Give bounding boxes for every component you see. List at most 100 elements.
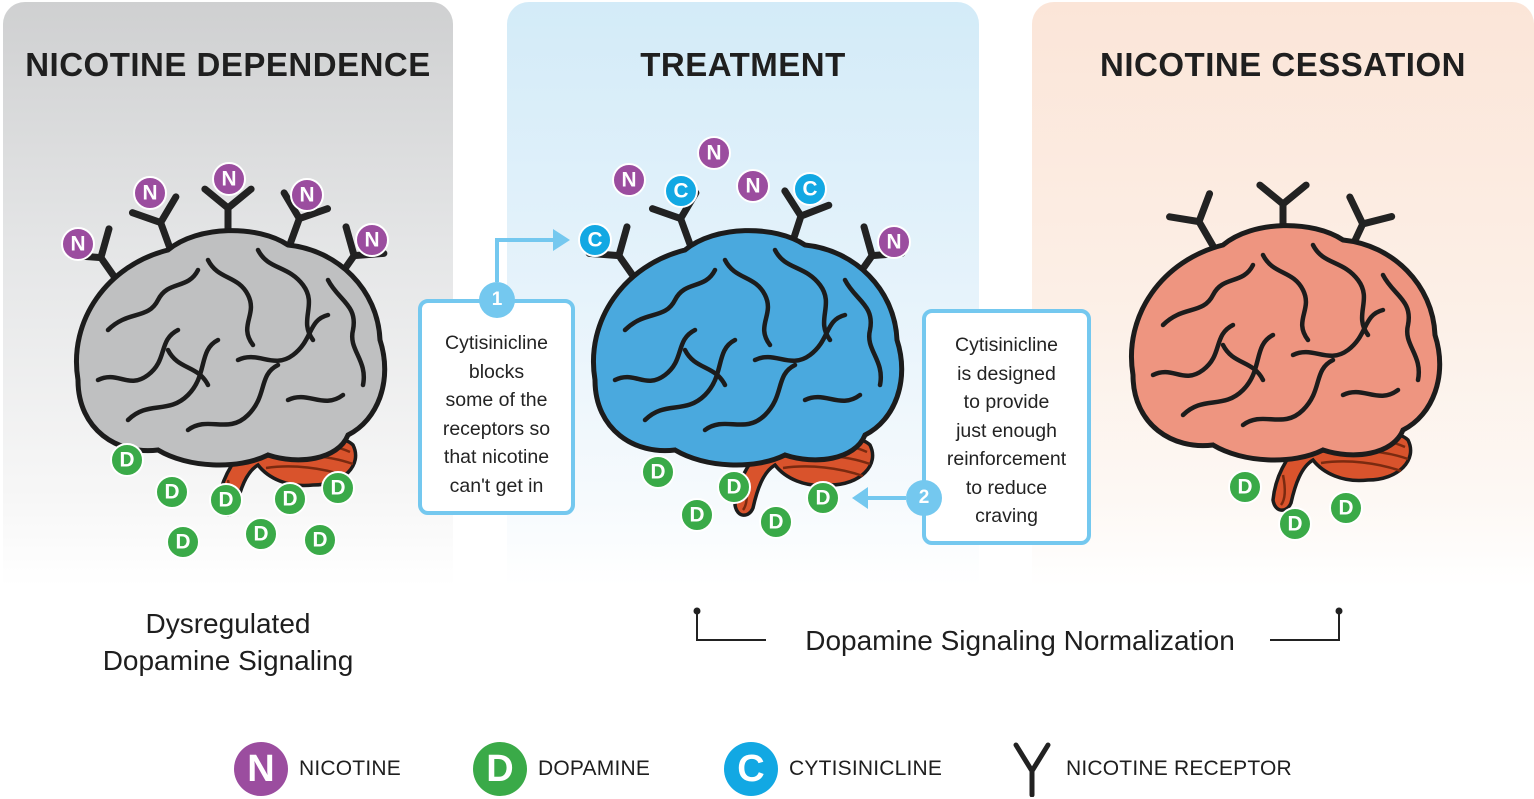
dopamine-icon: D (166, 525, 200, 559)
dopamine-letter: D (768, 511, 783, 534)
legend-item-receptor: NICOTINE RECEPTOR (1010, 741, 1292, 797)
dopamine-letter: D (330, 477, 345, 500)
caption-line: Dysregulated (145, 608, 311, 639)
callout-line: is designed (957, 362, 1056, 385)
cytisinicline-letter: C (587, 229, 602, 252)
dopamine-letter: D (253, 523, 268, 546)
dopamine-icon: D (806, 481, 840, 515)
nicotine-letter: N (364, 229, 379, 252)
caption-normalization: Dopamine Signaling Normalization (805, 625, 1235, 656)
dopamine-letter: D (1338, 497, 1353, 520)
receptor-icon (1013, 742, 1051, 797)
nicotine-icon: N (736, 169, 770, 203)
dopamine-letter: D (726, 476, 741, 499)
arrow-step-1 (495, 229, 570, 282)
dopamine-icon: D (1228, 470, 1262, 504)
callout-line: to reduce (965, 476, 1048, 499)
nicotine-letter: N (706, 142, 721, 165)
dopamine-icon: D (759, 505, 793, 539)
cytisinicline-icon: C (664, 174, 698, 208)
nicotine-icon: N (877, 225, 911, 259)
nicotine-icon: N (697, 136, 731, 170)
cytisinicline-icon: C (578, 223, 612, 257)
dopamine-letter: D (1237, 476, 1252, 499)
nicotine-letter: N (745, 175, 760, 198)
cytisinicline-letter: C (802, 178, 817, 201)
dopamine-letter: D (312, 529, 327, 552)
nicotine-letter: N (299, 184, 314, 207)
callout-line: receptors so (442, 417, 551, 440)
panel-title: NICOTINE DEPENDENCE (25, 46, 431, 83)
step-badge-2: 2 (906, 480, 942, 516)
callout-reduce-craving: Cytisinicline is designed to provide jus… (922, 309, 1091, 545)
callout-blocks-receptors: Cytisinicline blocks some of the recepto… (418, 299, 575, 515)
dopamine-letter: D (650, 461, 665, 484)
nicotine-icon: N (133, 176, 167, 210)
nicotine-letter: N (886, 231, 901, 254)
caption-dysregulated: Dysregulated Dopamine Signaling (40, 605, 416, 679)
dopamine-icon: D (717, 470, 751, 504)
cytisinicline-icon: C (724, 742, 778, 796)
cytisinicline-letter: C (673, 180, 688, 203)
dopamine-icon: D (321, 471, 355, 505)
brain-pink (1131, 226, 1439, 512)
nicotine-letter: N (221, 168, 236, 191)
cytisinicline-icon: C (793, 172, 827, 206)
dopamine-icon: D (209, 483, 243, 517)
callout-line: blocks (468, 360, 525, 383)
legend-item-nicotine: N NICOTINE (234, 741, 401, 797)
dopamine-letter: D (815, 487, 830, 510)
nicotine-icon: N (234, 742, 288, 796)
dopamine-letter: D (175, 531, 190, 554)
nicotine-icon: N (355, 223, 389, 257)
arrow-step-2 (852, 487, 906, 509)
dopamine-icon: D (680, 498, 714, 532)
cerebrum (1131, 226, 1439, 460)
panel-title: TREATMENT (640, 46, 846, 83)
callout-line: some of the (445, 389, 548, 411)
dopamine-icon: D (641, 455, 675, 489)
nicotine-icon: N (61, 227, 95, 261)
dopamine-icon: D (1329, 491, 1363, 525)
dopamine-letter: D (282, 488, 297, 511)
nicotine-icon: N (212, 162, 246, 196)
legend-label: DOPAMINE (538, 757, 651, 780)
cerebrum (76, 231, 384, 465)
normalization-bracket (693, 607, 1343, 641)
nicotine-icon: N (290, 178, 324, 212)
brain-blue (593, 231, 901, 517)
dopamine-icon: D (155, 475, 189, 509)
nicotine-letter: N (621, 169, 636, 192)
dopamine-icon: D (273, 482, 307, 516)
step-badge-1: 1 (479, 282, 515, 318)
dopamine-letter: D (689, 504, 704, 527)
dopamine-icon: D (244, 517, 278, 551)
legend-label: NICOTINE (299, 757, 401, 780)
nicotine-icon: N (612, 163, 646, 197)
dopamine-letter: D (119, 449, 134, 472)
callout-line: that nicotine (443, 446, 550, 468)
cerebrum (593, 231, 901, 465)
legend-label: NICOTINE RECEPTOR (1066, 757, 1292, 780)
legend-label: CYTISINICLINE (789, 757, 943, 780)
nicotine-letter: N (70, 233, 85, 256)
panel-title: NICOTINE CESSATION (1100, 46, 1466, 83)
dopamine-icon: D (1278, 507, 1312, 541)
dopamine-icon: D (473, 742, 527, 796)
caption-line: Dopamine Signaling (102, 645, 354, 676)
dopamine-icon: D (303, 523, 337, 557)
callout-line: can't get in (449, 474, 544, 497)
dopamine-letter: D (218, 489, 233, 512)
legend-item-dopamine: D DOPAMINE (473, 741, 650, 797)
callout-line: reinforcement (946, 448, 1067, 470)
dopamine-letter: D (164, 481, 179, 504)
nicotine-letter: N (142, 182, 157, 205)
callout-line: Cytisinicline (955, 334, 1058, 356)
legend-item-cytisinicline: C CYTISINICLINE (724, 741, 942, 797)
callout-line: to provide (963, 391, 1050, 413)
dopamine-icon: D (110, 443, 144, 477)
callout-line: Cytisinicline (445, 332, 548, 354)
callout-line: craving (975, 505, 1038, 527)
callout-line: just enough (956, 419, 1057, 442)
